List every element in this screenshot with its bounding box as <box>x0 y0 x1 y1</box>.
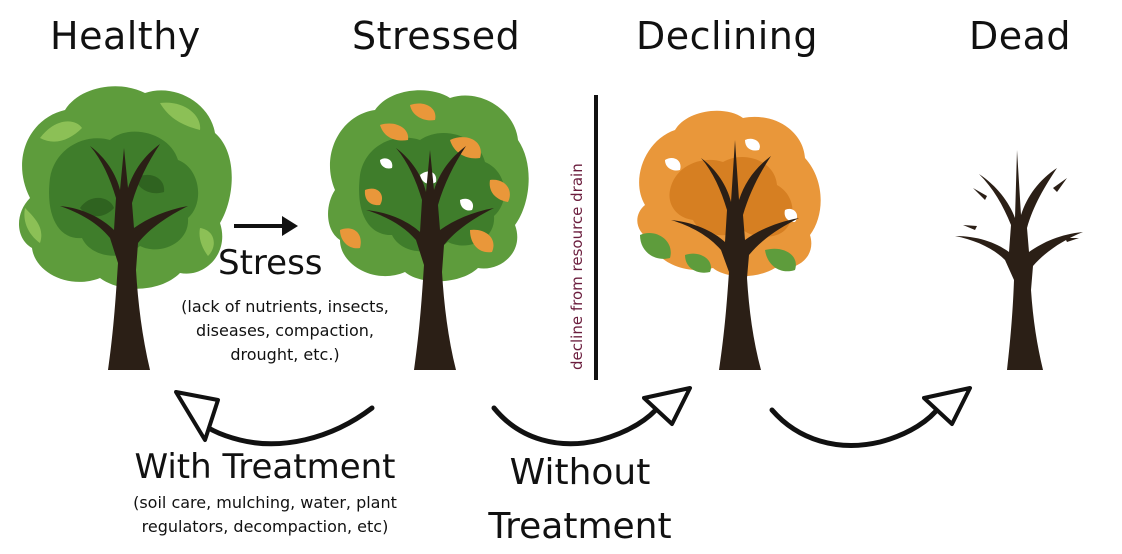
decline-divider <box>594 95 598 380</box>
declining-trunk <box>671 140 799 370</box>
with-treatment-arrow-icon <box>174 390 375 447</box>
stressed-tree-illustration <box>328 90 529 370</box>
without-treatment-label-line-2: Treatment <box>488 506 672 547</box>
without-treatment-label-line-1: Without <box>509 452 651 493</box>
stage-title-stressed: Stressed <box>352 14 521 58</box>
resource-drain-note: decline from resource drain <box>568 163 586 370</box>
stress-causes-line-1: (lack of nutrients, insects, <box>181 297 389 316</box>
healthy-trunk <box>60 144 188 370</box>
without-treatment-arrow-icon <box>491 386 692 447</box>
declining-tree-illustration <box>637 110 821 370</box>
declining-canopy <box>637 110 821 277</box>
decline-to-dead-arrow-icon <box>769 386 972 448</box>
stage-title-dead: Dead <box>969 14 1072 58</box>
with-treatment-details-line-1: (soil care, mulching, water, plant <box>133 493 397 512</box>
with-treatment-label: With Treatment <box>134 447 396 487</box>
stress-causes-line-2: diseases, compaction, <box>196 321 374 340</box>
stress-causes-line-3: drought, etc.) <box>230 345 340 364</box>
with-treatment-details-line-2: regulators, decompaction, etc) <box>141 517 389 536</box>
stress-label: Stress <box>218 243 323 283</box>
dead-tree-illustration <box>955 150 1083 370</box>
stress-arrow-icon <box>234 216 298 236</box>
dead-trunk <box>955 150 1083 370</box>
healthy-tree-illustration <box>18 86 232 370</box>
stage-title-healthy: Healthy <box>50 14 201 58</box>
stressed-trunk <box>366 146 494 370</box>
stage-title-declining: Declining <box>636 14 818 58</box>
